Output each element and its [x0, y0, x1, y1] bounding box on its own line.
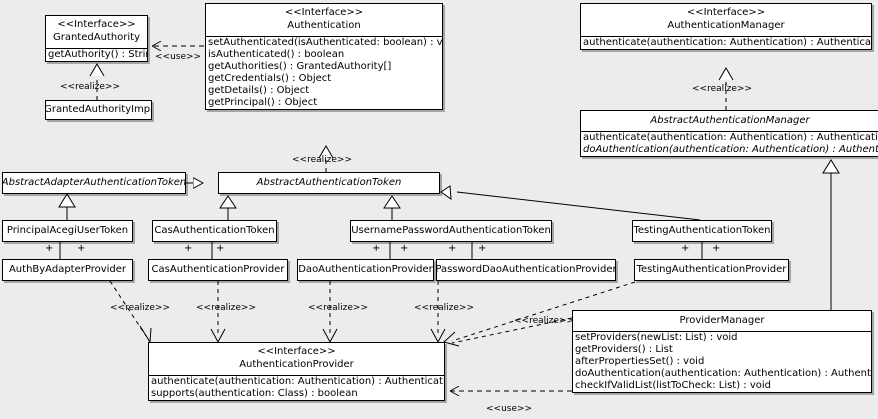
method-row: getProviders() : List — [575, 344, 673, 355]
method-row: authenticate(authentication: Authenticat… — [151, 376, 445, 387]
class-header: ProviderManager — [573, 311, 871, 331]
methods-compartment: setAuthenticated(isAuthenticated: boolea… — [206, 36, 442, 109]
method-row: getDetails() : Object — [208, 85, 310, 96]
edge-label-realize-dao-provider: <<realize>> — [308, 303, 368, 313]
class-granted-authority[interactable]: <<Interface>> GrantedAuthority getAuthor… — [45, 15, 148, 62]
class-name: UsernamePasswordAuthenticationToken — [351, 225, 551, 236]
class-testing-authentication-provider[interactable]: TestingAuthenticationProvider — [634, 259, 789, 281]
method-row: checkIfValidList(listToCheck: List) : vo… — [575, 380, 772, 391]
class-auth-by-adapter-provider[interactable]: AuthByAdapterProvider — [2, 259, 133, 281]
assoc-plus-marker: + — [184, 243, 193, 254]
class-authentication[interactable]: <<Interface>> Authentication setAuthenti… — [205, 3, 443, 110]
method-row: getPrincipal() : Object — [208, 97, 318, 108]
class-name: GrantedAuthorityImpl — [45, 104, 152, 115]
assoc-plus-marker: + — [77, 243, 86, 254]
method-row: supports(authentication: Class) : boolea… — [151, 388, 358, 399]
class-name: AbstractAdapterAuthenticationToken — [2, 177, 186, 188]
methods-compartment: authenticate(authentication: Authenticat… — [581, 131, 878, 156]
assoc-plus-marker: + — [216, 243, 225, 254]
method-row: isAuthenticated() : boolean — [208, 49, 345, 60]
edge-label-realize-password-dao-provider: <<realize>> — [414, 303, 474, 313]
class-name: GrantedAuthority — [52, 32, 141, 43]
class-name: PrincipalAcegiUserToken — [6, 225, 129, 236]
class-name: ProviderManager — [679, 315, 765, 326]
class-cas-authentication-token[interactable]: CasAuthenticationToken — [152, 220, 277, 242]
edge-label-realize-granted-authority-impl: <<realize>> — [60, 82, 120, 92]
class-name: CasAuthenticationProvider — [151, 264, 285, 275]
class-header: <<Interface>> AuthenticationManager — [581, 4, 871, 36]
assoc-plus-marker: + — [712, 243, 721, 254]
assoc-plus-marker: + — [478, 243, 487, 254]
edge-label-realize-provider-manager: <<realize>> — [514, 316, 574, 326]
class-granted-authority-impl[interactable]: GrantedAuthorityImpl — [45, 100, 152, 120]
class-header: <<Interface>> GrantedAuthority — [46, 16, 147, 48]
method-row: doAuthentication(authentication: Authent… — [575, 368, 872, 379]
edge-label-use-provider-manager: <<use>> — [486, 404, 533, 414]
class-cas-authentication-provider[interactable]: CasAuthenticationProvider — [148, 259, 288, 281]
class-abstract-adapter-authentication-token[interactable]: AbstractAdapterAuthenticationToken — [2, 172, 186, 194]
class-name: PasswordDaoAuthenticationProvider — [436, 264, 616, 275]
stereotype-label: <<Interface>> — [686, 7, 766, 18]
method-row: authenticate(authentication: Authenticat… — [583, 37, 872, 48]
method-row: getAuthority() : String — [48, 49, 148, 60]
class-name: TestingAuthenticationToken — [633, 225, 771, 236]
method-row: doAuthentication(authentication: Authent… — [583, 144, 878, 155]
methods-compartment: getAuthority() : String — [46, 48, 147, 61]
class-name: CasAuthenticationToken — [154, 225, 275, 236]
class-username-password-authentication-token[interactable]: UsernamePasswordAuthenticationToken — [350, 220, 552, 242]
assoc-plus-marker: + — [681, 243, 690, 254]
class-authentication-manager[interactable]: <<Interface>> AuthenticationManager auth… — [580, 3, 872, 50]
class-name: AuthenticationManager — [667, 20, 785, 31]
assoc-plus-marker: + — [400, 243, 409, 254]
class-name: AuthByAdapterProvider — [8, 264, 127, 275]
stereotype-label: <<Interface>> — [257, 346, 336, 357]
class-name: TestingAuthenticationProvider — [636, 264, 787, 275]
class-authentication-provider[interactable]: <<Interface>> AuthenticationProvider aut… — [148, 342, 445, 401]
class-name: AbstractAuthenticationManager — [650, 115, 810, 126]
class-header: AbstractAuthenticationManager — [581, 111, 878, 131]
class-header: <<Interface>> AuthenticationProvider — [149, 343, 444, 375]
class-header: <<Interface>> Authentication — [206, 4, 442, 36]
class-provider-manager[interactable]: ProviderManager setProviders(newList: Li… — [572, 310, 872, 393]
class-abstract-authentication-token[interactable]: AbstractAuthenticationToken — [218, 172, 440, 194]
assoc-plus-marker: + — [45, 243, 54, 254]
stereotype-label: <<Interface>> — [284, 7, 364, 18]
edge-label-use-granted-authority: <<use>> — [155, 52, 202, 62]
assoc-plus-marker: + — [372, 243, 381, 254]
assoc-plus-marker: + — [448, 243, 457, 254]
class-abstract-authentication-manager[interactable]: AbstractAuthenticationManager authentica… — [580, 110, 878, 157]
method-row: setProviders(newList: List) : void — [575, 332, 738, 343]
methods-compartment: authenticate(authentication: Authenticat… — [149, 375, 444, 400]
method-row: afterPropertiesSet() : void — [575, 356, 705, 367]
edge-label-realize-cas-provider: <<realize>> — [196, 303, 256, 313]
class-testing-authentication-token[interactable]: TestingAuthenticationToken — [632, 220, 772, 242]
method-row: getCredentials() : Object — [208, 73, 332, 84]
methods-compartment: authenticate(authentication: Authenticat… — [581, 36, 871, 49]
method-row: authenticate(authentication: Authenticat… — [583, 132, 878, 143]
class-password-dao-authentication-provider[interactable]: PasswordDaoAuthenticationProvider — [436, 259, 616, 281]
class-name: AbstractAuthenticationToken — [256, 177, 402, 188]
class-name: Authentication — [287, 20, 361, 31]
edge-label-realize-abstract-manager: <<realize>> — [692, 84, 752, 94]
class-dao-authentication-provider[interactable]: DaoAuthenticationProvider — [297, 259, 434, 281]
stereotype-label: <<Interface>> — [57, 19, 136, 30]
edge-label-realize-abstract-token: <<realize>> — [292, 155, 352, 165]
methods-compartment: setProviders(newList: List) : void getPr… — [573, 331, 871, 392]
method-row: setAuthenticated(isAuthenticated: boolea… — [208, 37, 443, 48]
class-name: DaoAuthenticationProvider — [298, 264, 433, 275]
class-name: AuthenticationProvider — [239, 359, 354, 370]
edge-label-realize-auth-by-adapter: <<realize>> — [110, 303, 170, 313]
method-row: getAuthorities() : GrantedAuthority[] — [208, 61, 392, 72]
class-principal-acegi-user-token[interactable]: PrincipalAcegiUserToken — [2, 220, 133, 242]
